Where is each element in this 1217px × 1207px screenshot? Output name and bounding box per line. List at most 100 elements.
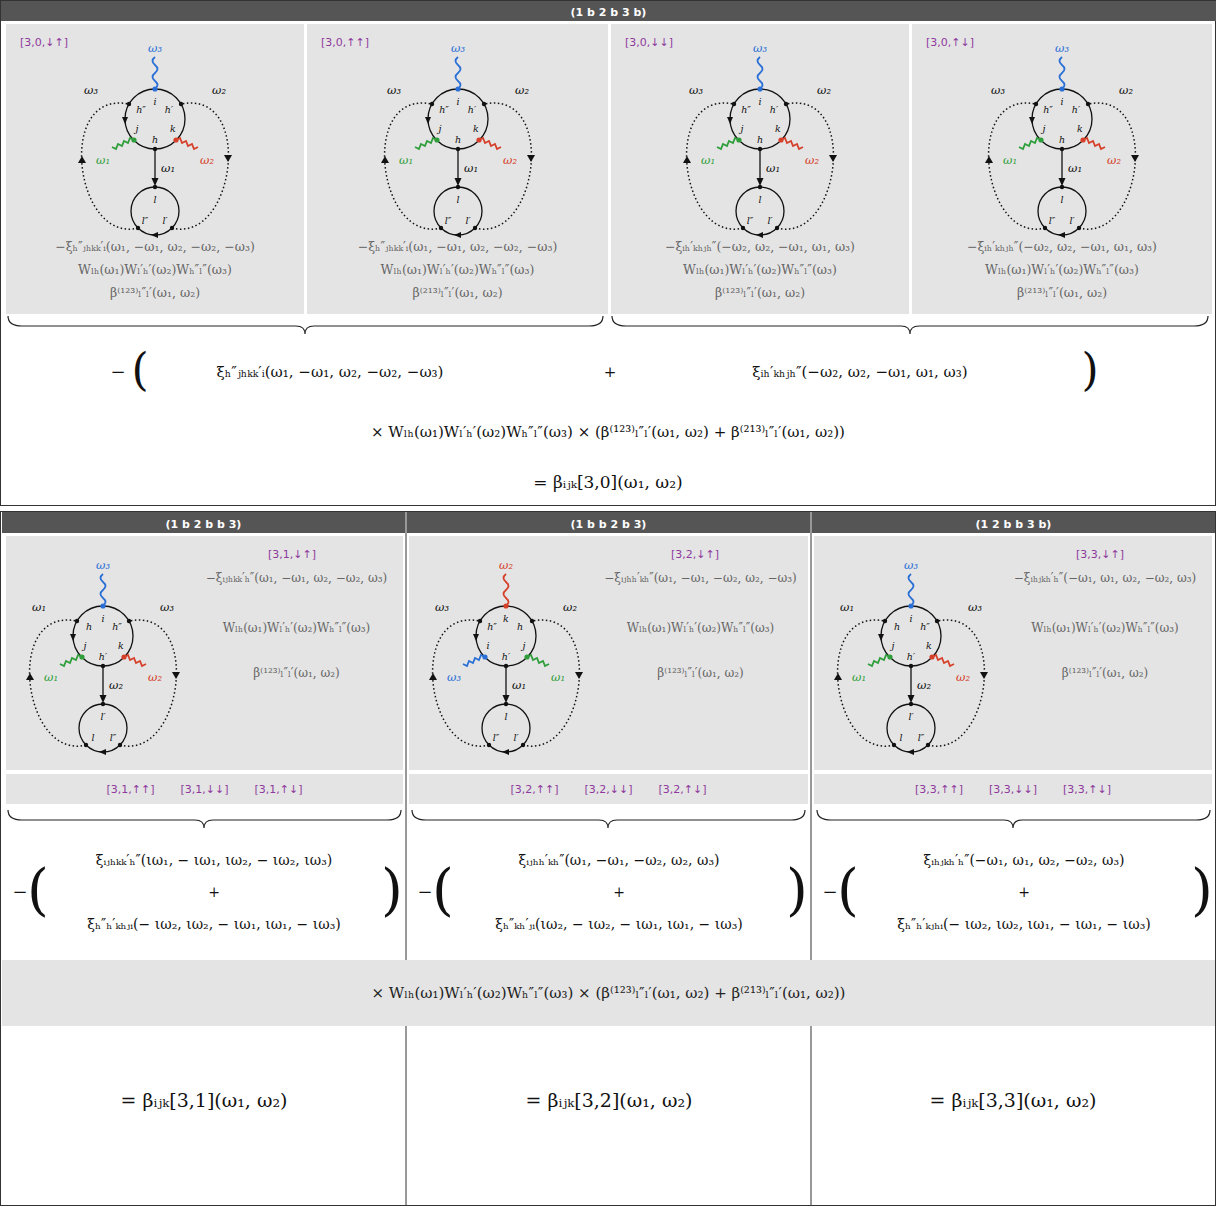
config-tag: [3,0,↓↓] [625, 36, 673, 49]
diagram-label: j [741, 123, 744, 134]
diagram-label: h′ [1072, 104, 1080, 115]
diagram-label-holder: l [153, 190, 156, 206]
big-paren-holder: ( [837, 862, 859, 918]
big-paren-holder: ) [381, 862, 403, 918]
diagram-label: l′ [767, 215, 772, 226]
formula-line: Wₗₕ(ω₁)Wₗ′ₕ′(ω₂)Wₕ″ₗ″(ω₃) [683, 262, 837, 277]
diagram-label-holder: h′ [99, 647, 107, 663]
diagram-label-holder: ω₂ [109, 676, 123, 692]
formula-line-holder: β⁽¹²³⁾ₗ″ₗ′(ω₁, ω₂) [1002, 662, 1208, 681]
tag-band: [3,1,↑↑][3,1,↓↓][3,1,↑↓] [6, 774, 403, 804]
shared-factor: × Wₗₕ(ω₁)Wₗ′ₕ′(ω₂)Wₕ″ₗ″(ω₃) × (β⁽¹²³⁾ₗ″ₗ… [372, 984, 846, 1002]
formula-text-holder: ξᵢₕ′ₖₕⱼₕ″(−ω₂, ω₂, −ω₁, ω₁, ω₃) [752, 364, 967, 380]
diagram-label-holder: ω₁ [1003, 151, 1017, 167]
formula-line: Wₗₕ(ω₁)Wₗ′ₕ′(ω₂)Wₕ″ₗ″(ω₃) [627, 621, 775, 635]
diagram-label: l′ [1069, 215, 1074, 226]
formula-text: − [110, 361, 125, 382]
diagram-label-holder: l″ [918, 728, 925, 744]
formula-line: −ξᵢₕⱼₖₕ′ₕ″(−ω₁, ω₁, ω₂, −ω₂, ω₃) [1014, 571, 1196, 585]
diagram-label-holder: j [741, 119, 744, 135]
formula-line: Wₗₕ(ω₁)Wₗ′ₕ′(ω₂)Wₕ″ₗ″(ω₃) [985, 262, 1139, 277]
diagram-label-holder: i [1060, 92, 1063, 108]
diagram-label: ω₂ [499, 558, 513, 572]
formula-text-holder: + [208, 884, 220, 900]
diagram-label-holder: ω₃ [387, 81, 401, 97]
diagram-label: ω₁ [464, 161, 478, 175]
config-tag: [3,0,↑↓] [926, 36, 974, 49]
diagram-label-holder: k [503, 609, 509, 625]
diagram-label: k [503, 613, 509, 624]
formula-text-holder: + [613, 884, 625, 900]
header-band: (1 b 2 b 3 b) [1, 1, 1216, 21]
formula-line-holder: β⁽²¹³⁾ₗ″ₗ′(ω₁, ω₂) [311, 282, 604, 301]
diagram-label-holder: ω₃ [991, 81, 1005, 97]
diagram-label: l [899, 732, 902, 743]
formula-text: + [613, 884, 625, 900]
config-tag: [3,2,↑↓] [659, 783, 707, 796]
diagram-panel: [3,0,↑↑]−ξₕ″ⱼₕₖₖ′ᵢ(ω₁, −ω₁, ω₂, −ω₂, −ω₃… [307, 24, 608, 314]
diagram-label: ω₂ [956, 670, 970, 684]
diagram-label-holder: l′ [162, 211, 167, 227]
diagram-label: ω₂ [817, 83, 831, 97]
formula-line-holder: β⁽¹²³⁾ₗ″ₗ′(ω₁, ω₂) [10, 282, 300, 301]
diagram-label: l [456, 194, 459, 205]
diagram-label: l [504, 711, 507, 722]
diagram-label: j [523, 640, 526, 651]
diagram-label-holder: l′ [513, 728, 518, 744]
diagram-label: i [486, 640, 489, 651]
config-tag: [3,1,↓↑] [268, 548, 316, 561]
diagram-label-holder: h [894, 617, 900, 633]
diagram-label: l″ [110, 732, 117, 743]
diagram-label: h′ [502, 651, 510, 662]
diagram-label: ω₃ [96, 558, 110, 572]
diagram-label: ω₃ [148, 41, 162, 55]
diagram-label: ω₃ [160, 600, 174, 614]
big-paren-holder: ) [786, 862, 808, 918]
config-tag: [3,1,↓↓] [180, 783, 228, 796]
formula-line-holder: −ξₕ″ⱼₕₖₖ′ᵢ(ω₁, −ω₁, ω₂, −ω₂, −ω₃) [311, 236, 604, 255]
formula-line: β⁽¹²³⁾ₗ″ₗ′(ω₁, ω₂) [253, 666, 339, 680]
diagram-label-holder: j [84, 636, 87, 652]
diagram-label: h′ [165, 104, 173, 115]
formula-line: β⁽¹²³⁾ₗ″ₗ′(ω₁, ω₂) [1062, 666, 1148, 680]
diagram-label-holder: i [486, 636, 489, 652]
diagram-label: h″ [487, 621, 497, 632]
header-title: (1 b 2 b 3 b) [571, 6, 647, 19]
formula-line-holder: Wₗₕ(ω₁)Wₗ′ₕ′(ω₂)Wₕ″ₗ″(ω₃) [916, 259, 1208, 278]
diagram-panel: [3,0,↓↑]−ξₕ″ⱼₕₖₖ′ᵢ(ω₁, −ω₁, ω₂, −ω₂, −ω₃… [6, 24, 304, 314]
diagram-label: k [473, 123, 479, 134]
diagram-label-holder: j [136, 119, 139, 135]
diagram-label: ω₂ [563, 600, 577, 614]
diagram-panel: [3,1,↓↑]−ξᵢⱼₕₖₖ′ₕ″(ω₁, −ω₁, ω₂, −ω₂, ω₃)… [6, 536, 403, 770]
diagram-label-holder: ω₂ [563, 598, 577, 614]
formula-text: + [1018, 884, 1030, 900]
diagram-label: ω₂ [503, 153, 517, 167]
diagram-label-holder: ω₃ [148, 39, 162, 55]
formula-line: −ξᵢⱼₕₕ′ₖₕ″(ω₁, −ω₁, −ω₂, ω₂, −ω₃) [604, 571, 796, 585]
formula-text-holder: + [1018, 884, 1030, 900]
big-paren-holder: ( [27, 862, 49, 918]
formula-text: ξₕ″ₖₕ′ⱼᵢ(ιω₂, − ιω₂, − ιω₁, ιω₁, − ιω₃) [495, 916, 743, 932]
diagram-label: j [892, 640, 895, 651]
formula-line: β⁽¹²³⁾ₗ″ₗ′(ω₁, ω₂) [715, 285, 805, 300]
header-band: (1 b 2 b b 3) [2, 512, 405, 533]
diagram-label-holder: l′ [100, 707, 105, 723]
formula-line-holder: β⁽²¹³⁾ₗ″ₗ′(ω₁, ω₂) [916, 282, 1208, 301]
big-paren: ( [837, 857, 859, 922]
diagram-label: k [170, 123, 176, 134]
diagram-label-holder: i [101, 609, 104, 625]
formula-text-holder: − [822, 883, 837, 901]
diagram-label: h″ [112, 621, 122, 632]
diagram-label-holder: h′ [468, 100, 476, 116]
formula-line: β⁽¹²³⁾ₗ″ₗ′(ω₁, ω₂) [110, 285, 200, 300]
big-paren-holder: ( [131, 348, 148, 392]
config-tag: [3,3,↓↑] [1076, 548, 1124, 561]
diagram-label-holder: i [909, 609, 912, 625]
diagram-label: i [758, 96, 761, 107]
header-title: (1 2 b b 3 b) [976, 518, 1052, 531]
diagram-label: ω₁ [701, 153, 715, 167]
formula-text-holder: − [417, 883, 432, 901]
diagram-label: j [1043, 123, 1046, 134]
diagram-label-holder: ω₂ [1119, 81, 1133, 97]
diagram-label: l′ [908, 711, 913, 722]
